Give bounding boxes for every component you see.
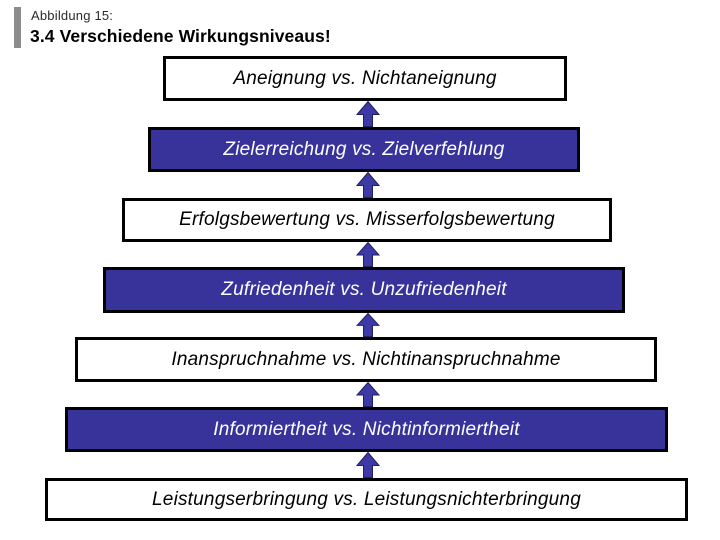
level-box-erfolgsbewertung: Erfolgsbewertung vs. Misserfolgsbewertun… [122,198,612,242]
up-arrow-icon [356,313,380,337]
page-title: 3.4 Verschiedene Wirkungsniveaus! [30,26,331,46]
level-box-informiertheit: Informiertheit vs. Nichtinformiertheit [65,407,668,452]
title-accent-bar [14,7,21,48]
level-box-inanspruchnahme: Inanspruchnahme vs. Nichtinanspruchnahme [75,337,657,382]
level-box-zielerreichung: Zielerreichung vs. Zielverfehlung [148,127,580,172]
up-arrow-icon [356,382,380,407]
figure-label: Abbildung 15: [31,8,114,23]
up-arrow-icon [356,101,380,127]
level-box-aneignung: Aneignung vs. Nichtaneignung [163,56,567,101]
up-arrow-icon [356,452,380,478]
level-box-zufriedenheit: Zufriedenheit vs. Unzufriedenheit [103,267,625,313]
up-arrow-icon [356,242,380,267]
level-box-leistungserbringung: Leistungserbringung vs. Leistungsnichter… [45,478,688,521]
up-arrow-icon [356,172,380,198]
